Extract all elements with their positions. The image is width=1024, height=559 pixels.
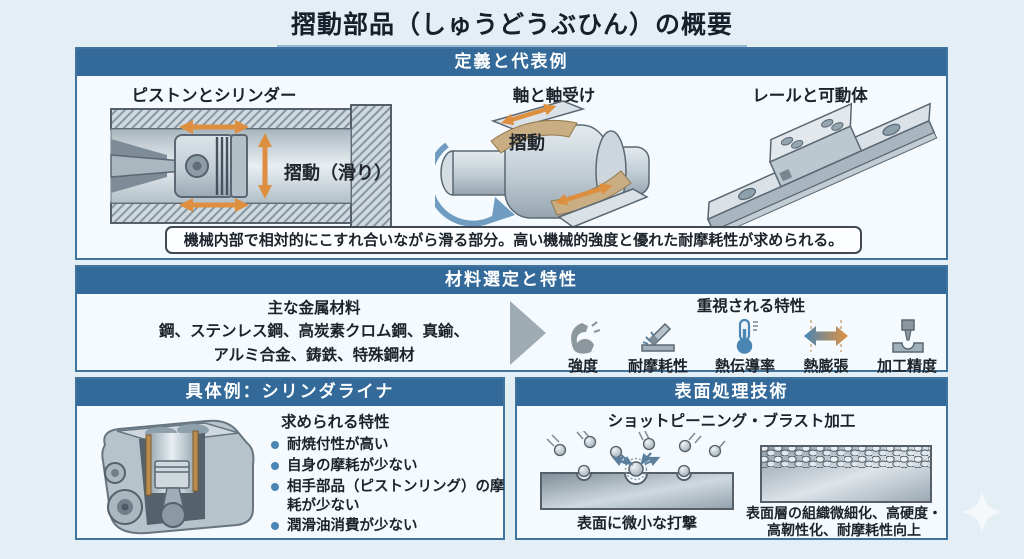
- piston-cylinder-label: ピストンとシリンダー: [131, 86, 297, 105]
- page-title-row: 摺動部品（しゅうどうぶひん）の概要: [0, 5, 1024, 47]
- properties-title: 重視される特性: [696, 297, 806, 315]
- rail-carriage-label: レールと可動体: [752, 86, 868, 105]
- expansion-arrow-icon: [803, 320, 848, 352]
- sparkle-watermark-icon: [960, 490, 1004, 534]
- materials-panel-header: 材料選定と特性: [77, 267, 946, 294]
- property-thermal-conductivity: 熱伝導率: [715, 318, 775, 376]
- shaft-bearing-label: 軸と軸受け: [512, 86, 596, 105]
- list-item: 潤滑油消費が少ない: [269, 517, 505, 536]
- engine-block-illustration: [101, 419, 255, 535]
- surface-treatment-panel-header: 表面処理技術: [517, 379, 946, 406]
- abrasion-icon: [641, 322, 675, 352]
- property-thermal-expansion: 熱膨張: [802, 318, 850, 376]
- muscle-icon: [571, 321, 601, 354]
- list-item: 耐焼付性が高い: [269, 436, 505, 455]
- shot-peening-title: ショットピーニング・ブラスト加工: [607, 412, 856, 430]
- page-title: 摺動部品（しゅうどうぶひん）の概要: [276, 5, 747, 47]
- properties-block: 重視される特性 強度 耐摩耗性: [565, 294, 937, 376]
- definition-panel: 定義と代表例 ピストンとシリンダー 軸と軸受け レールと可動体: [75, 47, 948, 260]
- surface-treatment-panel: 表面処理技術 ショットピーニング・ブラスト加工: [515, 377, 948, 540]
- thermometer-icon: [736, 318, 758, 354]
- right-arrow-shape: [510, 301, 546, 365]
- bullet-dot: [271, 482, 279, 491]
- shot-peening-illustration: [540, 431, 734, 510]
- required-properties-list: 求められる特性 耐焼付性が高い 自身の摩耗が少ない 相手部品（ピストンリング）の…: [269, 410, 505, 538]
- list-item: 自身の摩耗が少ない: [269, 457, 505, 476]
- bullet-dot: [271, 441, 279, 449]
- properties-row: 強度 耐摩耗性 熱伝導率: [565, 318, 937, 376]
- metal-materials-line2: アルミ合金、鋳鉄、特殊鋼材: [213, 345, 415, 364]
- metal-materials-title: 主な金属材料: [267, 299, 361, 317]
- bullet-dot: [271, 522, 279, 531]
- metal-materials-line1: 鋼、ステンレス鋼、高炭素クロム鋼、真鍮、: [158, 322, 469, 341]
- list-item: 相手部品（ピストンリング）の摩耗が少ない: [269, 478, 505, 516]
- definition-summary: 機械内部で相対的にこすれ合いながら滑る部分。高い機械的強度と優れた耐摩耗性が求め…: [165, 226, 862, 254]
- peening-left-caption: 表面に微小な打撃: [576, 514, 697, 532]
- property-machining-accuracy: 加工精度: [877, 318, 937, 376]
- required-properties-title: 求められる特性: [281, 413, 390, 431]
- cylinder-liner-panel: 具体例：シリンダライナ 求められる特性 耐焼付性が高い 自身の摩耗が少ない 相手…: [75, 377, 505, 540]
- peening-right-caption: 表面層の組織微細化、高硬度・高靭性化、耐摩耗性向上: [746, 506, 942, 540]
- metal-materials-block: 主な金属材料 鋼、ステンレス鋼、高炭素クロム鋼、真鍮、 アルミ合金、鋳鉄、特殊鋼…: [89, 297, 539, 367]
- bullet-dot: [271, 461, 279, 470]
- shaft-bearing-illustration: [435, 100, 650, 228]
- sliding-annotation-piston: 摺動（滑り）: [284, 163, 392, 184]
- cylinder-liner-panel-header: 具体例：シリンダライナ: [77, 379, 503, 406]
- definition-panel-header: 定義と代表例: [77, 49, 946, 76]
- property-strength: 強度: [565, 318, 601, 376]
- rail-carriage-illustration: [706, 102, 938, 233]
- machining-icon: [892, 319, 924, 353]
- materials-panel: 材料選定と特性 主な金属材料 鋼、ステンレス鋼、高炭素クロム鋼、真鍮、 アルミ合…: [75, 265, 948, 375]
- microstructure-illustration: [760, 445, 932, 503]
- property-wear-resistance: 耐摩耗性: [628, 318, 688, 376]
- sliding-annotation-shaft: 摺動: [509, 133, 545, 154]
- piston-cylinder-illustration: [110, 104, 392, 228]
